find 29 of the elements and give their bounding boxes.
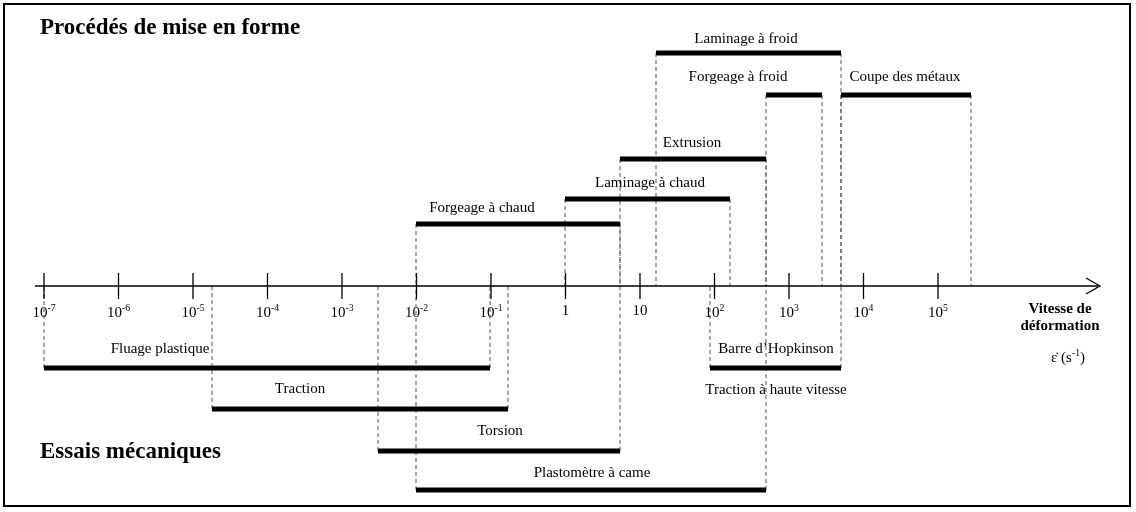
range-label: Traction	[274, 380, 326, 398]
tick-label: 10$^{-3}$	[330, 302, 354, 322]
range-label: Laminage à chaud	[595, 174, 705, 192]
tick-label: 10$^{-2}$	[404, 302, 429, 322]
tick-label: 10$^{4}$	[853, 302, 874, 322]
range-label: Traction à haute vitesse	[705, 381, 847, 399]
tick-label: 1	[561, 302, 570, 320]
range-label: Torsion	[477, 422, 523, 440]
tick-label: 10$^{3}$	[779, 302, 799, 322]
range-label: Barre d’Hopkinson	[718, 340, 834, 358]
range-label: Extrusion	[662, 134, 722, 152]
tick-label: 10$^{-5}$	[181, 302, 205, 322]
unit-label: ε̇ (s$^{-1}$)	[1051, 347, 1085, 367]
tick-label: 10$^{-4}$	[255, 302, 280, 322]
tick-label: 10$^{-7}$	[32, 302, 56, 322]
range-label: Coupe des métaux	[849, 68, 961, 86]
range-label: Forgeage à chaud	[429, 199, 535, 217]
tick-label: 10$^{5}$	[928, 302, 948, 322]
section-heading: Essais mécaniques	[40, 438, 221, 465]
range-label: Laminage à froid	[694, 30, 798, 48]
range-label: Fluage plastique	[110, 340, 210, 358]
axis-title: Vitesse de déformation	[1019, 300, 1101, 335]
tick-label: 10$^{2}$	[704, 302, 725, 322]
tick-label: 10	[632, 302, 648, 320]
range-label: Plastomètre à came	[533, 464, 651, 482]
range-label: Forgeage à froid	[688, 68, 788, 86]
section-heading: Procédés de mise en forme	[40, 14, 301, 41]
tick-label: 10$^{-1}$	[479, 302, 503, 322]
tick-label: 10$^{-6}$	[106, 302, 131, 322]
